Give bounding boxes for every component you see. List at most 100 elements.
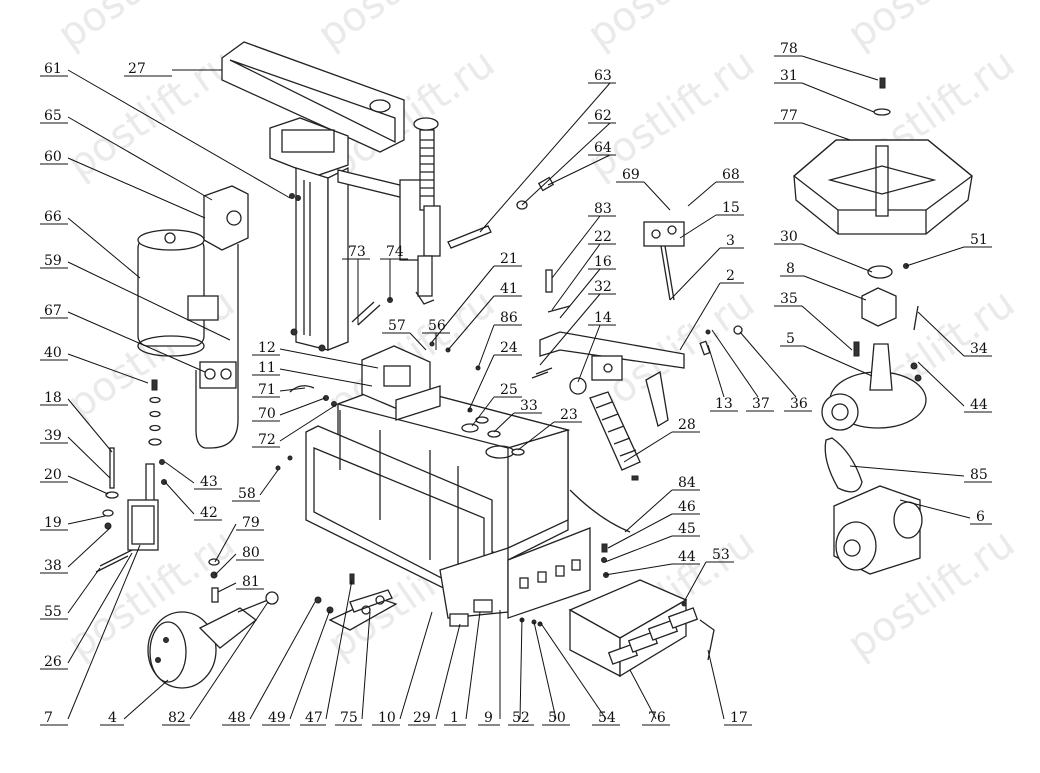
part-number-label: 12	[258, 340, 276, 356]
callout-46: 46	[607, 499, 700, 549]
leader-line	[521, 122, 611, 206]
callout-43: 43	[164, 461, 222, 490]
callout-33: 33	[493, 398, 542, 433]
callout-3: 3	[669, 233, 744, 301]
part-number-label: 77	[780, 108, 798, 124]
part-number-label: 33	[520, 398, 538, 414]
leader-line	[465, 611, 481, 720]
part-number-label: 53	[712, 547, 730, 563]
leader-line	[551, 243, 601, 311]
part-number-label: 56	[428, 318, 446, 334]
callout-71: 71	[252, 382, 306, 398]
part-number-label: 5	[786, 331, 795, 347]
callout-15: 15	[679, 200, 744, 239]
leader-line	[67, 475, 109, 495]
leader-line	[467, 354, 495, 413]
bearing	[867, 265, 893, 279]
part-number-label: 79	[242, 515, 260, 531]
leader-line	[517, 421, 555, 451]
callout-18: 18	[40, 390, 113, 453]
callout-5: 5	[780, 331, 873, 377]
callout-50: 50	[533, 621, 570, 726]
callout-56: 56	[422, 318, 450, 350]
callout-70: 70	[252, 397, 326, 422]
part-number-label: 42	[200, 505, 218, 521]
callout-78: 78	[774, 41, 879, 81]
part-number-label: 34	[970, 341, 988, 357]
callout-20: 20	[40, 467, 109, 495]
main-cabinet	[289, 341, 591, 627]
part-number-label: 30	[780, 229, 798, 245]
part-number-label: 22	[594, 229, 612, 245]
callout-69: 69	[616, 167, 671, 211]
callout-29: 29	[408, 623, 461, 726]
part-number-label: 4	[108, 710, 117, 726]
leader-line	[679, 214, 717, 239]
part-number-label: 45	[678, 521, 696, 537]
leader-line	[325, 579, 353, 720]
callout-1: 1	[444, 611, 481, 726]
part-number-label: 23	[560, 407, 578, 423]
leader-line	[431, 265, 495, 343]
part-number-label: 11	[258, 360, 276, 376]
part-number-label: 51	[970, 232, 988, 248]
part-number-label: 25	[500, 382, 518, 398]
part-number-label: 63	[594, 68, 612, 84]
column-head	[269, 117, 349, 177]
part-number-label: 67	[44, 303, 62, 319]
callout-73: 73	[342, 244, 370, 325]
callout-28: 28	[623, 417, 700, 463]
leader-line	[409, 332, 427, 351]
callout-81: 81	[217, 574, 264, 593]
leader-line	[67, 398, 113, 453]
part-number-label: 7	[44, 710, 53, 726]
callout-72: 72	[252, 404, 337, 448]
callout-23: 23	[517, 407, 582, 451]
air-tank	[137, 237, 205, 347]
leader-line	[67, 527, 111, 568]
part-number-label: 2	[726, 268, 735, 284]
callout-34: 34	[917, 311, 992, 357]
part-number-label: 78	[780, 41, 798, 57]
part-number-label: 17	[730, 710, 748, 726]
part-number-label: 13	[715, 396, 733, 412]
leader-line	[214, 523, 237, 563]
part-number-label: 32	[594, 279, 612, 295]
leader-line	[123, 679, 169, 720]
leader-line	[447, 295, 495, 351]
pedal-panel	[507, 527, 591, 619]
part-number-label: 70	[258, 406, 276, 422]
part-number-label: 49	[268, 710, 286, 726]
callout-66: 66	[40, 209, 141, 279]
breaker-arm	[539, 331, 685, 369]
part-number-label: 83	[594, 201, 612, 217]
leader-line	[519, 617, 523, 720]
callout-12: 12	[252, 340, 379, 369]
valve-block	[199, 361, 237, 389]
callout-2: 2	[679, 268, 744, 351]
foot	[449, 613, 469, 627]
leader-line	[669, 247, 721, 301]
part-number-label: 9	[484, 710, 493, 726]
part-number-label: 76	[648, 710, 666, 726]
callout-59: 59	[40, 253, 231, 341]
callout-60: 60	[40, 149, 206, 219]
callout-61: 61	[40, 61, 291, 199]
leader-line	[687, 181, 717, 207]
leader-line	[361, 611, 371, 720]
leader-line	[711, 329, 759, 398]
callout-51: 51	[905, 232, 992, 267]
part-number-label: 48	[228, 710, 246, 726]
tower-arm-assembly	[221, 41, 555, 352]
part-number-label: 59	[44, 253, 62, 269]
leader-line	[624, 489, 673, 533]
part-number-label: 66	[44, 209, 62, 225]
leader-line	[801, 305, 853, 351]
leader-line	[67, 436, 111, 479]
part-number-label: 37	[752, 396, 770, 412]
leader-line	[214, 553, 237, 576]
leader-line	[679, 282, 721, 351]
leader-line	[67, 567, 101, 614]
